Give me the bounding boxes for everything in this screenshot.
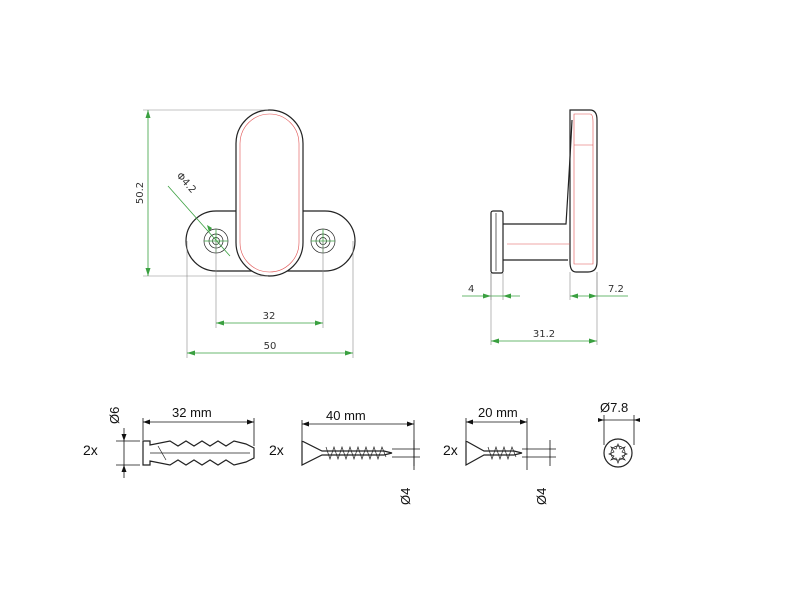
- long-screw-item: 2x 40 mm Ø4: [269, 408, 420, 505]
- hole-spacing-dimension: 32: [215, 241, 324, 328]
- depth-dimension: 31.2: [490, 272, 598, 345]
- dowel-body: [142, 440, 255, 466]
- side-plate-edge: [573, 113, 594, 265]
- front-view: 50.2 Φ4.2 32 50: [135, 109, 356, 358]
- stem-dimension-label: 4: [468, 284, 474, 295]
- hole-diameter-leader: Φ4.2: [167, 171, 231, 257]
- side-stem: [503, 119, 573, 261]
- hole-spacing-label: 32: [263, 311, 276, 322]
- hole-diameter-label: Φ4.2: [174, 171, 198, 196]
- cap-item: Ø7.8: [598, 400, 640, 468]
- front-base-plate: [185, 210, 356, 272]
- short-screw-qty: 2x: [443, 442, 458, 458]
- plate-dimension-label: 7.2: [608, 284, 624, 295]
- short-screw-item: 2x 20 mm Ø4: [443, 405, 556, 505]
- cap-outline: [603, 438, 633, 468]
- short-screw-diameter: Ø4: [534, 488, 549, 505]
- width-label: 50: [264, 341, 277, 352]
- dowel-qty: 2x: [83, 442, 98, 458]
- long-screw-qty: 2x: [269, 442, 284, 458]
- width-dimension: 50: [186, 241, 354, 358]
- dowel-item: 2x Ø6 32 mm: [83, 405, 255, 478]
- cap-star-icon: [608, 443, 628, 464]
- height-dimension: 50.2: [135, 109, 268, 277]
- side-front-cap: [490, 210, 504, 274]
- depth-dimension-label: 31.2: [533, 329, 555, 340]
- height-dimension-label: 50.2: [135, 182, 146, 204]
- dowel-length: 32 mm: [172, 405, 212, 420]
- long-screw-diameter: Ø4: [398, 488, 413, 505]
- side-back-plate: [569, 109, 598, 273]
- plate-dimension: 7.2: [569, 272, 628, 300]
- long-screw-body: [301, 440, 393, 466]
- dowel-diameter: Ø6: [107, 407, 122, 424]
- side-view: 4 7.2 31.2: [462, 109, 628, 345]
- front-hook-body: [235, 109, 304, 277]
- long-screw-length: 40 mm: [326, 408, 366, 423]
- cap-diameter: Ø7.8: [600, 400, 628, 415]
- front-hook-edge: [239, 113, 300, 273]
- short-screw-length: 20 mm: [478, 405, 518, 420]
